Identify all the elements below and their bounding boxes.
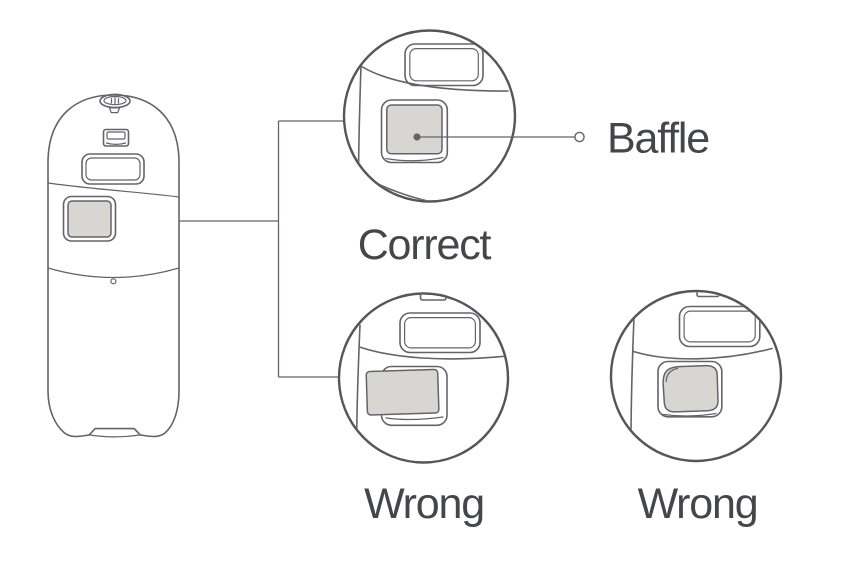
zoom-device-edge	[630, 316, 635, 435]
device-latch	[102, 128, 130, 147]
device-baffle	[67, 200, 112, 238]
lens-correct-content	[357, 43, 509, 201]
cap-vent-ticks	[110, 97, 120, 105]
magnifier-wrong-shifted	[337, 292, 510, 464]
zoom-baffle-frame-lip	[385, 156, 444, 162]
window-inner	[85, 157, 141, 181]
zoom-baffle-correct	[386, 104, 443, 155]
zoom-device-edge	[356, 324, 361, 433]
window-outer	[81, 153, 145, 185]
latch-inner	[106, 131, 126, 140]
connector-lines	[92, 120, 344, 378]
label-baffle: Baffle	[607, 115, 709, 163]
magnifier-correct	[342, 29, 517, 203]
zoom-baffle-shifted-out	[365, 368, 440, 416]
cap-stub	[108, 107, 121, 114]
device-front-view	[47, 93, 180, 438]
zoom-window-outer	[678, 305, 761, 348]
zoom-baffle-frame-lip	[662, 412, 717, 417]
device-baffle-assembly	[62, 195, 117, 242]
device-bottom-rim-arc	[88, 434, 141, 438]
zoom-window-inner	[409, 47, 479, 82]
label-correct: Correct	[358, 221, 492, 269]
zoom-window-inner	[683, 310, 756, 343]
zoom-window-outer	[399, 312, 481, 354]
baffle-callout: Baffle	[420, 115, 710, 163]
zoom-seam-upper	[632, 347, 773, 360]
lens-wrong-center-content	[356, 294, 507, 433]
baffle-callout-endpoint	[574, 131, 585, 143]
cap-inner-ring	[103, 95, 127, 106]
baffle-pointer-dot	[413, 133, 421, 141]
device-window	[81, 153, 145, 185]
magnifier-wrong-lifted	[609, 289, 783, 463]
zoom-baffle-frame-lip	[385, 416, 444, 421]
label-wrong-center: Wrong	[364, 480, 484, 528]
latch-lip	[105, 142, 127, 145]
zoom-window-outer	[404, 43, 484, 87]
label-wrong-right: Wrong	[638, 480, 758, 528]
latch-outer	[102, 128, 130, 147]
device-seam-bump	[110, 278, 117, 285]
zoom-seam-upper	[360, 65, 509, 92]
zoom-latch-tab	[419, 294, 447, 301]
zoom-window-inner	[404, 317, 477, 349]
device-seam-lower	[47, 267, 180, 279]
zoom-seam-upper	[358, 346, 507, 360]
device-top-cap	[99, 93, 131, 114]
baffle-to-branch-line	[92, 120, 344, 378]
device-seam-upper	[47, 182, 180, 198]
zoom-baffle-corner-lifted	[662, 364, 719, 413]
zoom-baffle-corner-fold-line	[665, 367, 679, 383]
